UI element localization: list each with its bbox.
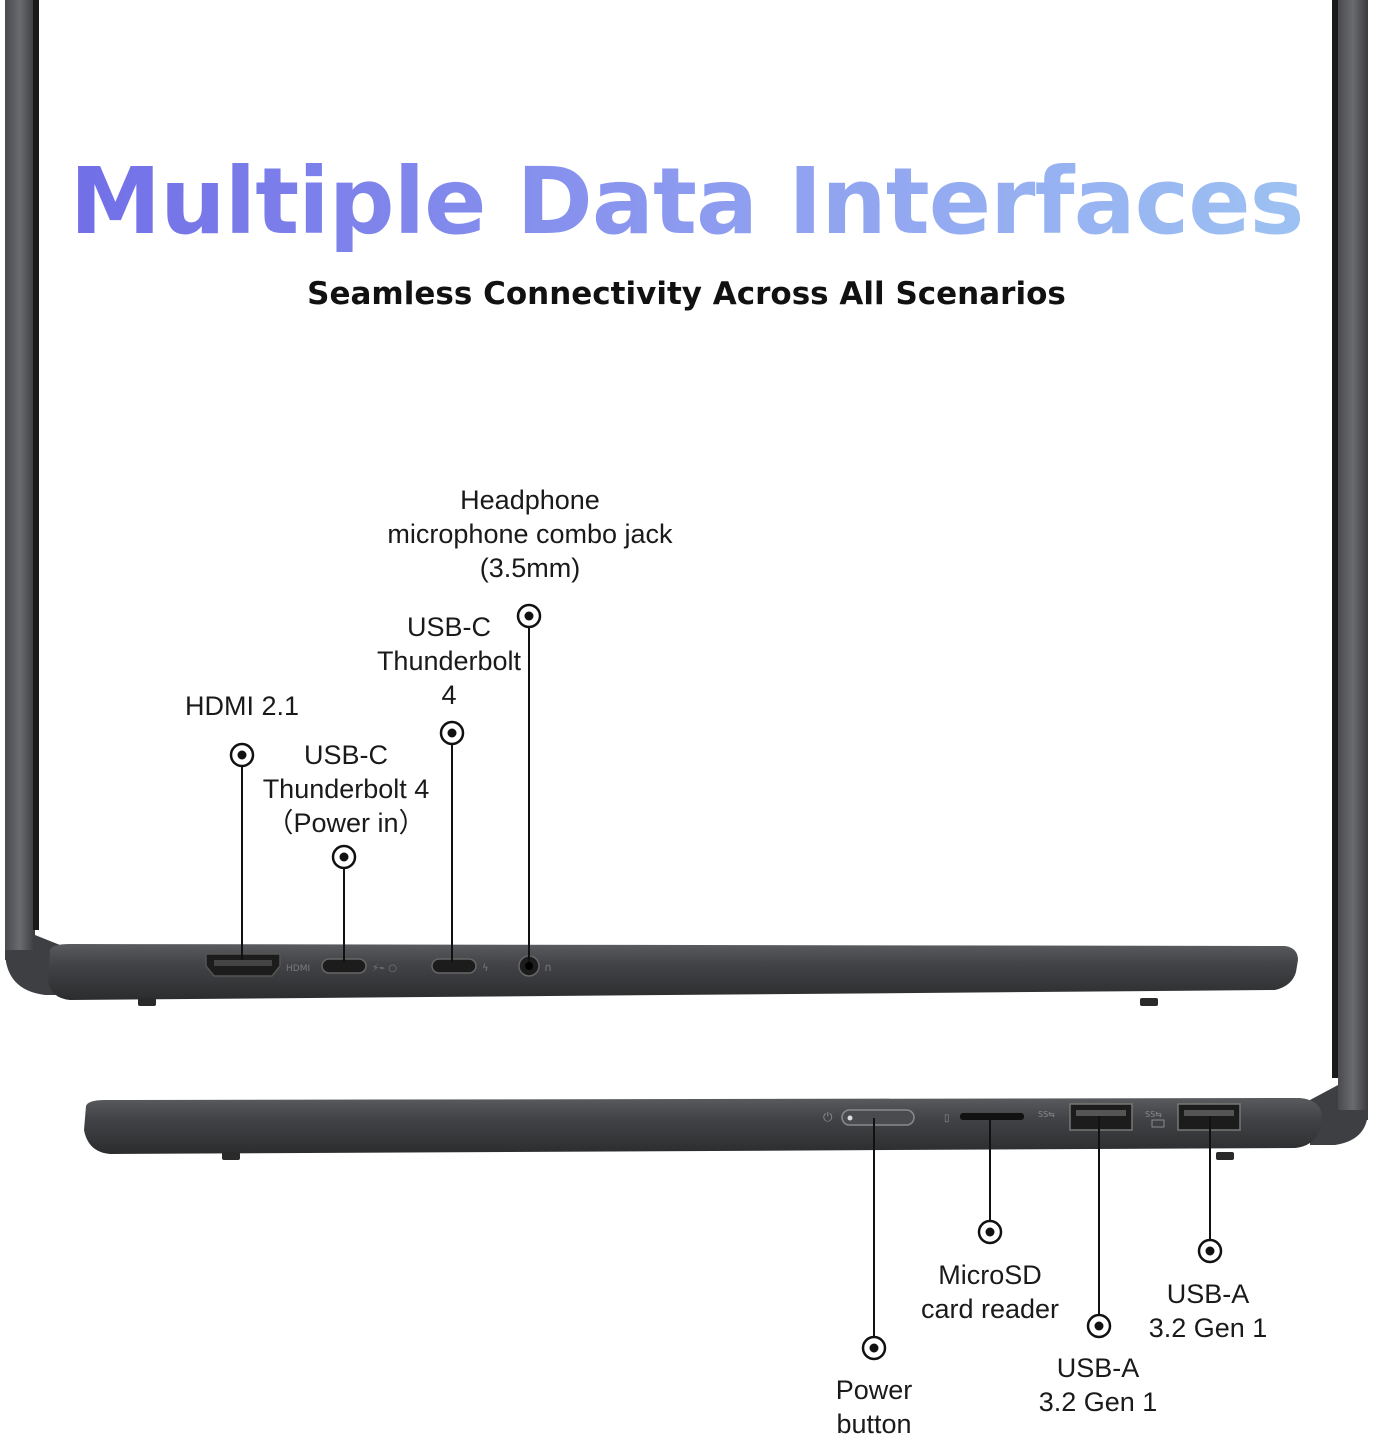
right-lid-edge <box>1338 0 1368 1120</box>
callout-markers <box>229 603 1223 1361</box>
page-subtitle: Seamless Connectivity Across All Scenari… <box>307 276 1066 312</box>
right-foot-1 <box>222 1152 240 1160</box>
right-bezel-edge <box>1332 0 1338 1078</box>
marker-usba-2-icon <box>1197 1238 1223 1264</box>
hdmi-engraving: HDMI <box>286 964 310 974</box>
right-laptop-base <box>84 1098 1322 1154</box>
marker-hdmi-icon <box>229 742 255 768</box>
power-engraving: ⏻ <box>823 1110 833 1124</box>
label-hdmi: HDMI 2.1 <box>184 691 300 721</box>
usba-port-1 <box>1069 1103 1133 1131</box>
left-foot-1 <box>138 998 156 1006</box>
label-microsd: MicroSD card reader <box>920 1260 1060 1324</box>
thunderbolt-engraving: ϟ <box>482 963 489 974</box>
marker-power-icon <box>861 1335 887 1361</box>
marker-usba-1-icon <box>1086 1313 1112 1339</box>
hdmi-port-pins <box>214 960 272 966</box>
left-foot-2 <box>1140 998 1158 1006</box>
left-laptop-base <box>48 944 1298 1000</box>
label-power-button: Power button <box>835 1375 913 1439</box>
right-laptop: ⏻ ▯ SS⇆ SS⇆ <box>84 0 1368 1160</box>
power-led <box>847 1115 853 1121</box>
marker-usbc-power-icon <box>331 844 357 870</box>
label-usbc-power: USB-C Thunderbolt 4 （Power in） <box>262 740 430 838</box>
thunderbolt-power-engraving: ⚡⌁ ○ <box>372 963 397 974</box>
marker-audio-icon <box>516 603 542 629</box>
usbc-thunderbolt-port <box>431 958 477 974</box>
left-hinge <box>5 935 60 995</box>
callouts <box>241 627 1211 1336</box>
ss-usb-engraving-2: SS⇆ <box>1145 1110 1162 1119</box>
left-bezel-edge <box>33 0 39 930</box>
marker-usbc-tb-icon <box>439 720 465 746</box>
label-usbc-thunderbolt: USB-C Thunderbolt 4 <box>376 612 522 710</box>
battery-engraving <box>1151 1119 1165 1128</box>
microsd-slot <box>960 1113 1024 1120</box>
headphone-engraving: ∩ <box>544 961 552 974</box>
left-lid-edge <box>5 0 35 960</box>
microsd-engraving: ▯ <box>944 1113 950 1124</box>
left-laptop: HDMI ⚡⌁ ○ ϟ ∩ <box>5 0 1298 1006</box>
usba-port-1-tongue <box>1076 1110 1126 1116</box>
audio-jack-hole <box>525 962 533 970</box>
label-usba-1: USB-A 3.2 Gen 1 <box>1038 1353 1158 1417</box>
usba-port-2-tongue <box>1184 1110 1234 1116</box>
right-foot-2 <box>1216 1152 1234 1160</box>
power-button-slot <box>841 1109 915 1126</box>
page-title: Multiple Data Interfaces <box>0 148 1373 255</box>
right-hinge <box>1310 1085 1368 1145</box>
marker-microsd-icon <box>977 1219 1003 1245</box>
ss-usb-engraving-1: SS⇆ <box>1038 1110 1055 1119</box>
label-audio-jack: Headphone microphone combo jack (3.5mm) <box>387 485 673 583</box>
label-usba-2: USB-A 3.2 Gen 1 <box>1148 1279 1268 1343</box>
